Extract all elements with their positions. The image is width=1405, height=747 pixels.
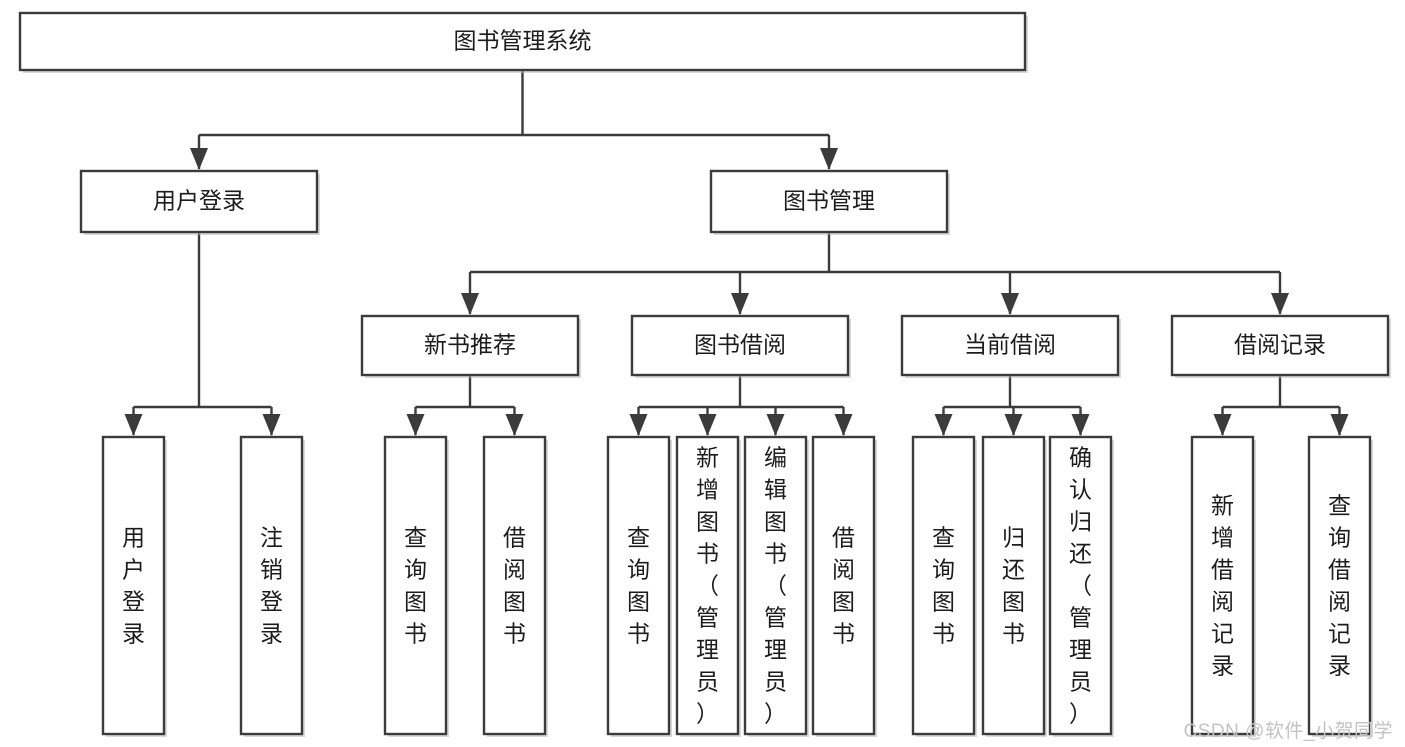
node-leaf-confirm-return[interactable]: 确认归还（管理员）	[1048, 435, 1114, 737]
node-box[interactable]	[383, 435, 448, 736]
node-label: 查询图书	[627, 525, 650, 647]
node-box[interactable]	[900, 314, 1120, 377]
node-box[interactable]	[630, 314, 850, 377]
node-current-borrow[interactable]: 当前借阅	[900, 314, 1121, 378]
node-box[interactable]	[981, 435, 1046, 736]
node-box[interactable]	[18, 11, 1027, 72]
node-leaf-query-book-new[interactable]: 查询图书	[383, 435, 449, 737]
arrow-head-icon	[1271, 293, 1289, 315]
arrow-head-icon	[1071, 414, 1090, 436]
arrow-head-icon	[1213, 414, 1232, 436]
node-new-book-recommend[interactable]: 新书推荐	[360, 314, 581, 378]
arrow-head-icon	[1330, 414, 1349, 436]
arrow-head-icon	[406, 414, 425, 436]
arrow-head-icon	[731, 293, 749, 315]
arrow-head-icon	[505, 414, 524, 436]
node-label: 用户登录	[153, 188, 245, 214]
arrow-head-icon	[461, 293, 479, 315]
node-label: 借阅记录	[1234, 332, 1326, 358]
node-root[interactable]: 图书管理系统	[18, 11, 1028, 73]
arrow-head-icon	[629, 414, 648, 436]
node-label: 编辑图书（管理员）	[764, 445, 787, 727]
arrow-head-icon	[190, 148, 208, 170]
node-box[interactable]	[911, 435, 976, 736]
node-label: 归还图书	[1002, 525, 1025, 647]
arrow-head-icon	[834, 414, 853, 436]
node-leaf-return-book[interactable]: 归还图书	[981, 435, 1047, 737]
node-leaf-add-record[interactable]: 新增借阅记录	[1190, 435, 1256, 737]
node-label: 新增图书（管理员）	[696, 445, 719, 727]
node-book-management[interactable]: 图书管理	[709, 169, 950, 235]
node-box[interactable]	[1190, 435, 1255, 736]
arrow-head-icon	[820, 148, 838, 170]
node-box[interactable]	[1048, 435, 1113, 736]
node-leaf-logout[interactable]: 注销登录	[239, 435, 305, 737]
node-label: 图书管理系统	[454, 28, 592, 54]
node-label: 查询图书	[404, 525, 427, 647]
node-label: 新增借阅记录	[1211, 493, 1234, 679]
node-label: 确认归还（管理员）	[1069, 445, 1092, 727]
node-label: 新书推荐	[424, 332, 516, 358]
arrow-head-icon	[698, 414, 717, 436]
node-label: 查询借阅记录	[1328, 493, 1351, 679]
arrow-head-icon	[766, 414, 785, 436]
node-label: 注销登录	[260, 525, 283, 647]
arrow-head-icon	[1004, 414, 1023, 436]
node-label: 用户登录	[122, 525, 145, 647]
node-user-login[interactable]: 用户登录	[79, 169, 320, 235]
node-label: 图书借阅	[694, 332, 786, 358]
node-layer: 图书管理系统用户登录图书管理新书推荐图书借阅当前借阅借阅记录用户登录注销登录查询…	[18, 11, 1391, 737]
node-label: 图书管理	[783, 188, 875, 214]
node-box[interactable]	[709, 169, 949, 234]
node-label: 当前借阅	[964, 332, 1056, 358]
node-borrow-records[interactable]: 借阅记录	[1170, 314, 1391, 378]
node-leaf-edit-book-admin[interactable]: 编辑图书（管理员）	[743, 435, 809, 737]
node-box[interactable]	[239, 435, 304, 736]
node-box[interactable]	[79, 169, 319, 234]
node-leaf-query-book-cb[interactable]: 查询图书	[911, 435, 977, 737]
node-box[interactable]	[675, 435, 740, 736]
node-leaf-user-login[interactable]: 用户登录	[101, 435, 167, 737]
node-box[interactable]	[101, 435, 166, 736]
node-box[interactable]	[1170, 314, 1390, 377]
node-box[interactable]	[482, 435, 547, 736]
watermark-text: CSDN @软件_小贺同学	[1183, 721, 1393, 742]
node-label: 借阅图书	[832, 525, 855, 647]
node-book-borrow[interactable]: 图书借阅	[630, 314, 851, 378]
connector-layer	[124, 70, 1349, 436]
node-box[interactable]	[606, 435, 671, 736]
arrow-head-icon	[1001, 293, 1019, 315]
node-leaf-add-book-admin[interactable]: 新增图书（管理员）	[675, 435, 741, 737]
node-box[interactable]	[360, 314, 580, 377]
node-leaf-query-record[interactable]: 查询借阅记录	[1307, 435, 1373, 737]
node-box[interactable]	[743, 435, 808, 736]
node-leaf-borrow-book-new[interactable]: 借阅图书	[482, 435, 548, 737]
arrow-head-icon	[262, 414, 281, 436]
node-label: 查询图书	[932, 525, 955, 647]
node-box[interactable]	[1307, 435, 1372, 736]
arrow-head-icon	[124, 414, 143, 436]
node-leaf-query-book-bb[interactable]: 查询图书	[606, 435, 672, 737]
node-box[interactable]	[811, 435, 876, 736]
arrow-head-icon	[934, 414, 953, 436]
node-leaf-borrow-book-bb[interactable]: 借阅图书	[811, 435, 877, 737]
node-label: 借阅图书	[503, 525, 526, 647]
